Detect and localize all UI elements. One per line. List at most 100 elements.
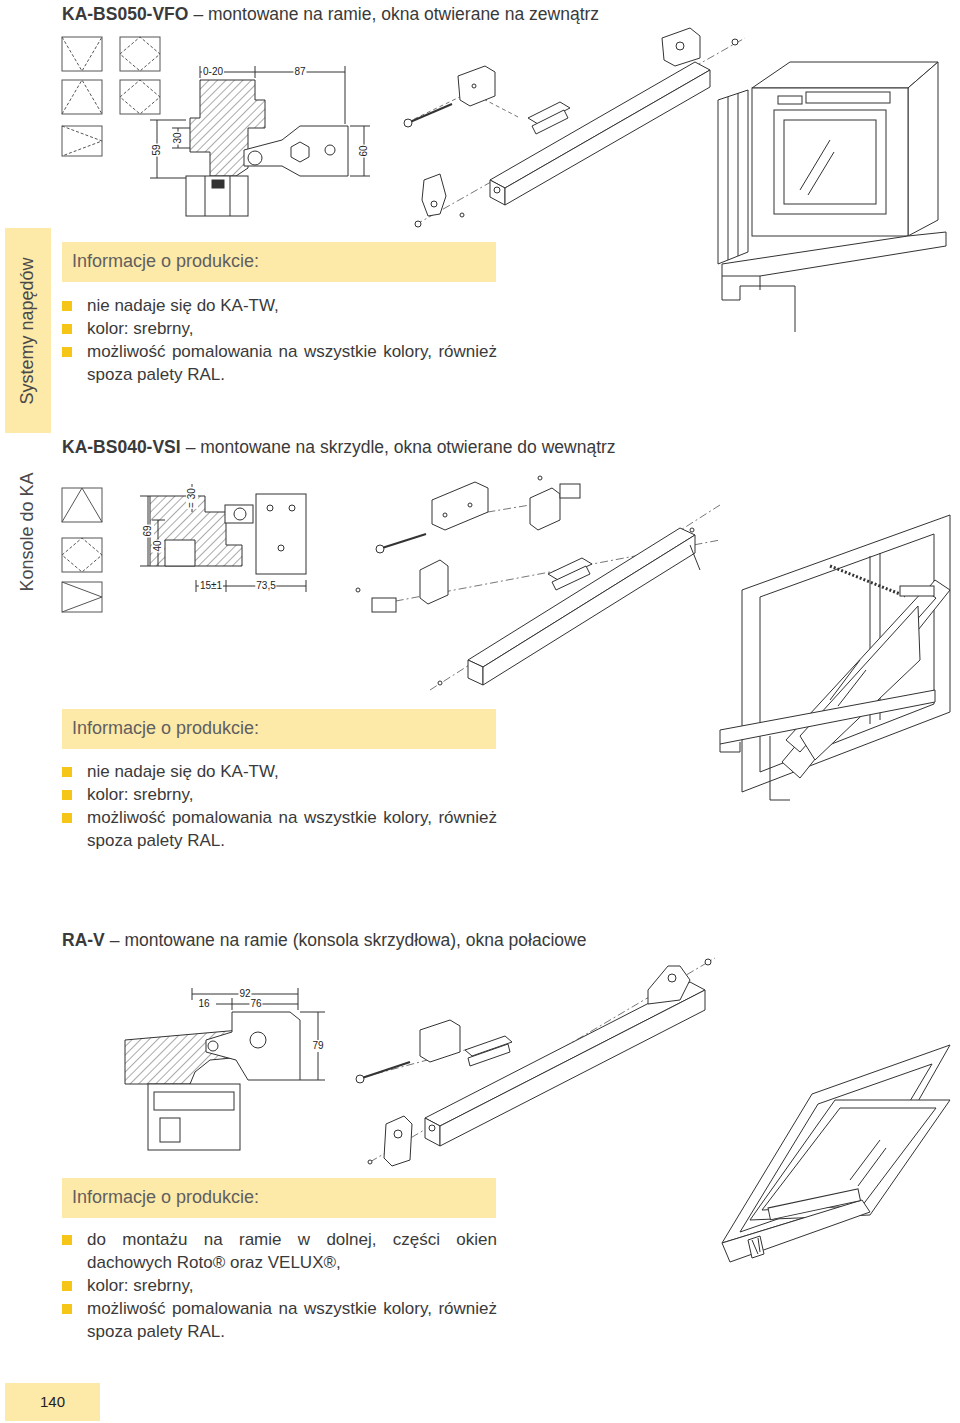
exploded-actuator-part (472, 84, 476, 88)
bullet-marker (62, 790, 72, 800)
dimension-value: 79 (311, 1040, 324, 1052)
window-type-icons-part (62, 80, 102, 114)
cross-section-part (325, 145, 335, 155)
dimension-value: 0-20 (202, 66, 224, 78)
bullet-text: kolor: srebrny, (87, 783, 193, 806)
cross-section-part (225, 505, 253, 523)
cross-section-part (256, 494, 306, 574)
exploded-actuator-part (376, 545, 384, 553)
exploded-actuator-part (468, 1044, 510, 1066)
window-illustration-part (778, 96, 802, 104)
exploded-actuator-part (362, 1062, 410, 1078)
cross-section-part (148, 1084, 240, 1150)
band-heading: Informacje o produkcie: (72, 1187, 259, 1209)
cross-section-part (165, 540, 195, 566)
exploded-actuator-part (394, 1130, 402, 1138)
window-type-icons (62, 488, 102, 612)
window-type-icons-part (62, 37, 102, 71)
exploded-actuator-part (431, 201, 437, 207)
bullet-text: do montażu na ramie w dolnej, części oki… (87, 1228, 497, 1274)
window-type-icons-part (62, 538, 102, 572)
window-illustration-part (774, 110, 886, 214)
window-illustration (720, 515, 950, 800)
window-illustration-part (760, 534, 934, 772)
exploded-actuator-part (676, 42, 684, 50)
cross-section-part (212, 180, 224, 188)
window-type-icons-part (62, 488, 102, 522)
exploded-actuator-part (443, 513, 447, 517)
bullet-text: kolor: srebrny, (87, 317, 193, 340)
section-code: KA-BS050-VFO (62, 4, 188, 25)
exploded-actuator-part (705, 959, 711, 965)
cross-section-part (350, 126, 370, 176)
cross-section-part (140, 496, 165, 566)
exploded-actuator-part (530, 488, 560, 530)
cross-section-part (244, 126, 348, 176)
side-tab-text: Systemy napędów (17, 257, 39, 404)
exploded-actuator-part (440, 990, 705, 1146)
exploded-actuator-part (422, 174, 446, 216)
window-type-icons-part (120, 37, 160, 71)
window-type-icons-part (62, 80, 102, 114)
window-type-icons-part (62, 538, 102, 572)
exploded-actuator-part (425, 1118, 440, 1146)
window-type-icons-part (62, 582, 102, 612)
window-illustration-part (738, 93, 739, 256)
bullet-marker (62, 1304, 72, 1314)
window-type-icons-part (62, 126, 102, 156)
window-illustration-part (752, 88, 908, 236)
window-illustration-part (742, 515, 950, 792)
exploded-actuator-part (438, 681, 442, 685)
cross-section-part (196, 580, 306, 592)
bullet-marker (62, 813, 72, 823)
exploded-actuator-part (648, 966, 690, 1004)
dimension-value: 69 (142, 524, 154, 537)
exploded-actuator-part (460, 213, 464, 217)
cross-section-part (248, 151, 262, 165)
exploded-actuator-part (356, 588, 360, 592)
bullet-marker (62, 324, 72, 334)
exploded-actuator-part (538, 476, 542, 480)
info-band: Informacje o produkcie: (62, 1178, 496, 1218)
window-type-icons-part (120, 37, 160, 71)
bullet-text: możliwość pomalowania na wszystkie kolor… (87, 806, 497, 852)
window-type-icons-part (120, 80, 160, 114)
section-code: KA-BS040-VSI (62, 437, 181, 458)
window-illustration-part (722, 276, 795, 332)
window-type-icons (62, 37, 160, 156)
exploded-actuator-part (410, 104, 452, 122)
exploded-actuator-part (532, 110, 568, 134)
cross-section-part (291, 142, 309, 162)
cross-section-part (230, 176, 231, 216)
bullet-text: możliwość pomalowania na wszystkie kolor… (87, 340, 497, 386)
bullet-text: kolor: srebrny, (87, 1274, 193, 1297)
window-illustration-part (722, 232, 946, 276)
window-illustration-part (718, 90, 748, 264)
window-illustration-part (850, 1140, 880, 1180)
exploded-actuator-part (668, 974, 676, 982)
exploded-actuator-part (420, 1020, 460, 1062)
side-tab: Konsole do KA (5, 437, 51, 627)
window-illustration-part (720, 690, 935, 744)
info-band: Informacje o produkcie: (62, 242, 496, 282)
side-tab: Systemy napędów (5, 228, 51, 433)
cross-section-part (278, 545, 284, 551)
bullet-text: nie nadaje się do KA-TW, (87, 294, 279, 317)
cross-section-part (267, 505, 273, 511)
cross-section-part (192, 988, 298, 1010)
cross-section (150, 66, 370, 216)
window-type-icons-part (62, 37, 102, 71)
dimension-value: 15±1 (199, 580, 223, 592)
window-type-icons-part (62, 126, 102, 156)
dimension-value: 60 (358, 144, 370, 157)
cross-section (140, 484, 306, 592)
exploded-actuator (404, 28, 745, 227)
exploded-actuator (356, 958, 715, 1166)
section-code: RA-V (62, 930, 105, 951)
exploded-actuator-part (425, 982, 705, 1126)
exploded-actuator (356, 476, 720, 690)
dimension-value: = 30 (186, 487, 198, 509)
cross-section-part (206, 1012, 300, 1080)
band-heading: Informacje o produkcie: (72, 251, 259, 273)
